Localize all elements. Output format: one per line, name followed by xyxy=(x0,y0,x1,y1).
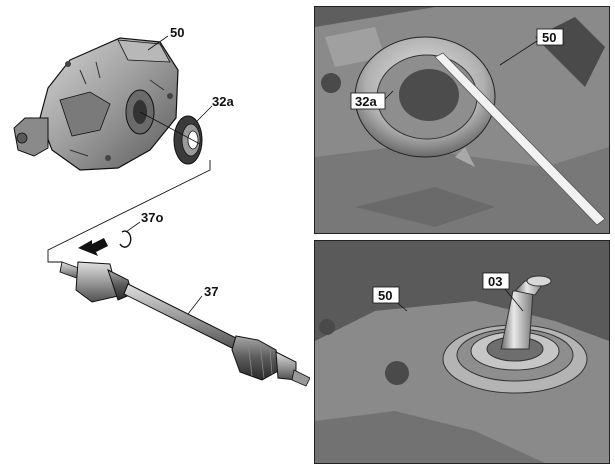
circlip xyxy=(119,230,132,248)
callout-tool: 03 xyxy=(488,274,502,289)
callout-circlip: 37o xyxy=(141,210,163,225)
callout-seal-photo: 32a xyxy=(355,94,377,109)
radial-shaft-seal xyxy=(173,115,203,165)
callout-seal-left: 32a xyxy=(212,94,234,109)
callout-housing-top-photo: 50 xyxy=(542,30,556,45)
exploded-view-drawing: 50 32a 37o xyxy=(13,25,310,387)
photo-panel-seal-removal: 50 32a xyxy=(314,6,610,234)
direction-arrow xyxy=(78,238,108,256)
callout-housing-bottom-photo: 50 xyxy=(378,288,392,303)
axle-shaft-assembly xyxy=(59,261,310,387)
photo-panel-seal-install: 03 50 xyxy=(314,240,610,464)
callout-axle-shaft: 37 xyxy=(204,284,218,299)
differential-housing xyxy=(13,37,179,171)
callout-housing-left: 50 xyxy=(170,25,184,40)
